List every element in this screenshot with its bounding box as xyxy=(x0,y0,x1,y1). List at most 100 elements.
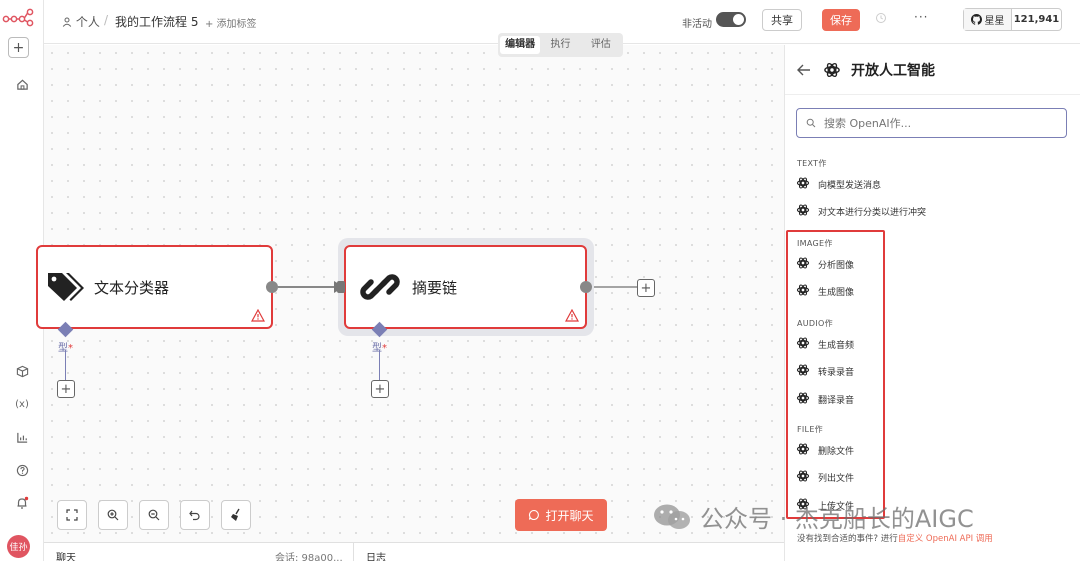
session-id: 会话: 98a00... xyxy=(275,553,343,561)
zoom-in-icon xyxy=(107,509,119,521)
tidy-up-button[interactable] xyxy=(221,500,251,530)
section-header: AUDIO作 xyxy=(797,319,833,328)
model-port-label: 型* xyxy=(372,343,387,354)
logs-panel-label[interactable]: 日志 xyxy=(366,553,386,561)
openai-icon xyxy=(796,256,810,273)
n8n-logo[interactable] xyxy=(2,7,34,27)
panel-header: 开放人工智能 xyxy=(785,45,1080,95)
fit-view-button[interactable] xyxy=(57,500,87,530)
search-icon xyxy=(806,118,816,128)
custom-api-call-link[interactable]: 自定义 OpenAI API 调用 xyxy=(897,534,993,544)
search-box[interactable] xyxy=(796,108,1067,138)
openai-icon xyxy=(796,497,810,514)
node-title: 文本分类器 xyxy=(94,278,170,297)
back-arrow-icon[interactable] xyxy=(797,64,811,76)
openai-icon xyxy=(796,336,810,353)
operation-label: 分析图像 xyxy=(818,260,855,271)
add-model-button[interactable]: + xyxy=(57,380,75,398)
operation-label: 翻译录音 xyxy=(818,395,855,406)
owner-label: 个人 xyxy=(75,15,100,29)
openai-icon xyxy=(796,176,810,193)
node-title: 摘要链 xyxy=(412,278,458,297)
zoom-out-icon xyxy=(148,509,160,521)
port-connector xyxy=(379,350,380,380)
add-next-node-button[interactable]: + xyxy=(637,279,655,297)
tab-executions[interactable]: 执行 xyxy=(550,39,571,50)
port-connector xyxy=(65,350,66,380)
zoom-in-button[interactable] xyxy=(98,500,128,530)
custom-call-text: 没有找到合适的事件? 进行 xyxy=(797,534,898,544)
help-icon[interactable] xyxy=(0,457,44,483)
active-toggle[interactable] xyxy=(716,12,746,27)
operation-item[interactable]: 向模型发送消息 xyxy=(796,174,881,194)
openai-icon xyxy=(796,469,810,486)
node-text-classifier[interactable]: 文本分类器 xyxy=(36,245,273,329)
user-icon xyxy=(62,17,72,27)
history-icon[interactable] xyxy=(875,12,887,27)
operation-item[interactable]: 删除文件 xyxy=(796,440,854,460)
operation-label: 生成图像 xyxy=(818,288,855,298)
share-button[interactable]: 共享 xyxy=(762,9,802,31)
home-icon[interactable] xyxy=(0,71,44,97)
undo-icon xyxy=(189,510,200,521)
chat-panel-label[interactable]: 聊天 xyxy=(56,553,76,561)
operation-label: 上传文件 xyxy=(818,501,855,512)
tab-evaluations[interactable]: 评估 xyxy=(590,39,611,50)
operation-item[interactable]: 上传文件 xyxy=(796,495,854,515)
output-handle[interactable] xyxy=(266,281,278,293)
operation-item[interactable]: 对文本进行分类以进行冲突 xyxy=(796,202,926,222)
model-port-label: 型* xyxy=(58,343,73,354)
section-header: FILE作 xyxy=(797,425,823,434)
insights-icon[interactable] xyxy=(0,424,44,450)
model-port-text: 型 xyxy=(372,343,382,354)
workflow-name[interactable]: 我的工作流程 5 xyxy=(115,15,199,29)
operation-item[interactable]: 分析图像 xyxy=(796,254,854,274)
openai-icon xyxy=(796,442,810,459)
github-stars[interactable]: 星星 121,941 xyxy=(963,8,1062,31)
operation-item[interactable]: 列出文件 xyxy=(796,468,854,488)
avatar[interactable]: 佳孙 xyxy=(7,535,30,558)
search-input[interactable] xyxy=(824,116,1044,130)
save-button[interactable]: 保存 xyxy=(822,9,860,31)
operation-item[interactable]: 翻译录音 xyxy=(796,389,854,409)
output-handle[interactable] xyxy=(580,281,592,293)
input-handle[interactable] xyxy=(337,281,345,293)
breadcrumb-owner[interactable]: 个人 xyxy=(62,13,100,30)
openai-icon xyxy=(796,391,810,408)
operation-label: 生成音频 xyxy=(818,340,855,351)
tags-icon xyxy=(48,273,84,301)
undo-button[interactable] xyxy=(180,500,210,530)
section-header: IMAGE作 xyxy=(797,239,833,248)
openai-icon xyxy=(796,203,810,220)
warning-icon[interactable] xyxy=(565,309,579,322)
notifications-icon[interactable] xyxy=(0,490,44,516)
variables-icon[interactable]: (x) xyxy=(15,398,29,410)
operation-label: 对文本进行分类以进行冲突 xyxy=(818,208,927,218)
warning-icon[interactable] xyxy=(251,309,265,322)
bottom-panel-bar: 聊天 会话: 98a00... 日志 xyxy=(44,542,784,561)
watermark: 公众号 · 杰克船长的AIGC xyxy=(652,499,974,534)
templates-icon[interactable] xyxy=(0,358,44,384)
operation-item[interactable]: 生成音频 xyxy=(796,334,854,354)
stars-label: 星星 xyxy=(984,16,1005,27)
bottom-divider xyxy=(353,543,354,561)
zoom-out-button[interactable] xyxy=(139,500,169,530)
operation-item[interactable]: 生成图像 xyxy=(796,282,854,302)
add-button[interactable]: + xyxy=(8,37,29,58)
custom-call-note: 没有找到合适的事件? 进行自定义 OpenAI API 调用 xyxy=(797,532,993,544)
breadcrumb-separator: / xyxy=(104,13,109,27)
operation-label: 列出文件 xyxy=(818,474,855,484)
more-options-icon[interactable]: ··· xyxy=(914,10,929,24)
node-summarization-chain[interactable]: 摘要链 xyxy=(344,245,587,329)
tab-editor[interactable]: 编辑器 xyxy=(500,36,541,54)
section-header: TEXT作 xyxy=(797,159,827,168)
open-chat-button[interactable]: 打开聊天 xyxy=(515,499,607,531)
operation-item[interactable]: 转录录音 xyxy=(796,362,854,382)
wechat-icon xyxy=(654,504,690,529)
add-model-button[interactable]: + xyxy=(371,380,389,398)
watermark-text: 公众号 · 杰克船长的AIGC xyxy=(700,505,974,533)
operation-label: 向模型发送消息 xyxy=(818,180,882,191)
panel-title: 开放人工智能 xyxy=(851,62,935,79)
add-tag-link[interactable]: + 添加标签 xyxy=(205,19,257,30)
